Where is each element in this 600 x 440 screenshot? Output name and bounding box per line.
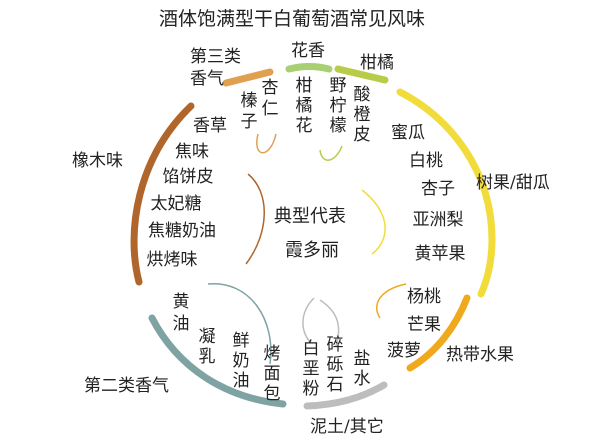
secondary-item-col3-2: 油 <box>233 371 250 391</box>
floral-item-0: 柑 <box>296 76 313 96</box>
secondary-inner-curve <box>207 283 272 365</box>
tertiary-arc <box>222 68 274 87</box>
tree-fruit-item-3: 亚洲梨 <box>413 210 464 230</box>
tropical-item-2: 菠萝 <box>387 341 421 361</box>
citrus-item-col1-1: 柠 <box>330 96 347 116</box>
citrus-item-col2-0: 酸 <box>354 85 371 105</box>
tropical-category-label: 热带水果 <box>446 345 514 365</box>
oak-item-1: 焦味 <box>175 142 209 162</box>
earth-arc <box>303 381 388 410</box>
tertiary-item-col1-0: 榛 <box>241 91 258 111</box>
earth-item-col2-1: 砾 <box>327 355 344 375</box>
center-label-line2: 霞多丽 <box>285 240 339 261</box>
tertiary-item-col1-1: 子 <box>241 112 258 132</box>
tertiary-item-col2-1: 仁 <box>262 99 279 119</box>
secondary-item-col3-1: 奶 <box>233 351 250 371</box>
earth-item-col2-0: 碎 <box>327 335 344 355</box>
earth-item-col1-1: 垩 <box>303 359 320 379</box>
tree-fruit-item-4: 黄苹果 <box>415 244 466 264</box>
tree-fruit-item-0: 蜜瓜 <box>391 123 425 143</box>
secondary-arc <box>148 314 287 408</box>
secondary-item-col1-1: 油 <box>173 314 190 334</box>
tree-fruit-inner-curve <box>361 189 386 255</box>
citrus-inner-curve <box>319 145 343 161</box>
oak-item-4: 焦糖奶油 <box>148 221 216 241</box>
floral-item-2: 花 <box>296 116 313 136</box>
earth-item-col3-1: 水 <box>354 369 371 389</box>
citrus-item-col1-2: 檬 <box>330 116 347 136</box>
tertiary-category-label-line2: 香气 <box>190 69 224 89</box>
floral-arc <box>285 63 333 73</box>
citrus-item-col1-0: 野 <box>330 76 347 96</box>
secondary-item-col4-2: 包 <box>264 384 281 404</box>
secondary-item-col2-0: 凝 <box>199 327 216 347</box>
diagram-title: 酒体饱满型干白葡萄酒常见风味 <box>159 8 425 30</box>
tertiary-item-col2-0: 杏 <box>262 78 279 98</box>
oak-item-2: 馅饼皮 <box>163 167 214 187</box>
secondary-item-col3-0: 鲜 <box>233 331 250 351</box>
oak-item-5: 烘烤味 <box>147 250 198 270</box>
tertiary-category-label-line1: 第三类 <box>190 47 241 67</box>
earth-item-col3-0: 盐 <box>354 349 371 369</box>
earth-inner-curve <box>302 297 340 347</box>
earth-item-col1-0: 白 <box>303 339 320 359</box>
tree-fruit-category-label: 树果/甜瓜 <box>476 173 550 193</box>
citrus-item-col2-1: 橙 <box>354 105 371 125</box>
tree-fruit-item-1: 白桃 <box>409 151 443 171</box>
secondary-item-col4-0: 烤 <box>264 344 281 364</box>
earth-item-col1-2: 粉 <box>303 379 320 399</box>
citrus-arc <box>334 65 389 84</box>
earth-category-label: 泥土/其它 <box>310 417 384 437</box>
oak-item-3: 太妃糖 <box>151 194 202 214</box>
earth-item-col2-2: 石 <box>327 375 344 395</box>
citrus-category-label: 柑橘 <box>360 53 394 73</box>
tropical-item-1: 芒果 <box>407 315 441 335</box>
oak-category-label: 橡木味 <box>72 151 123 171</box>
tertiary-inner-curve <box>256 133 277 154</box>
oak-arc <box>130 102 195 286</box>
oak-item-0: 香草 <box>193 116 227 136</box>
tropical-arc <box>406 294 471 372</box>
secondary-item-col1-0: 黄 <box>173 292 190 312</box>
tree-fruit-item-2: 杏子 <box>421 179 455 199</box>
floral-item-1: 橘 <box>296 96 313 116</box>
tropical-item-0: 杨桃 <box>407 287 441 307</box>
center-label-line1: 典型代表 <box>274 206 346 227</box>
secondary-category-label: 第二类香气 <box>84 376 169 396</box>
secondary-item-col4-1: 面 <box>264 364 281 384</box>
oak-inner-curve <box>245 173 265 265</box>
citrus-item-col2-2: 皮 <box>354 125 371 145</box>
secondary-item-col2-1: 乳 <box>199 347 216 367</box>
tree-fruit-arc <box>396 88 496 298</box>
floral-category-label: 花香 <box>291 41 325 61</box>
tropical-inner-curve <box>376 283 407 319</box>
